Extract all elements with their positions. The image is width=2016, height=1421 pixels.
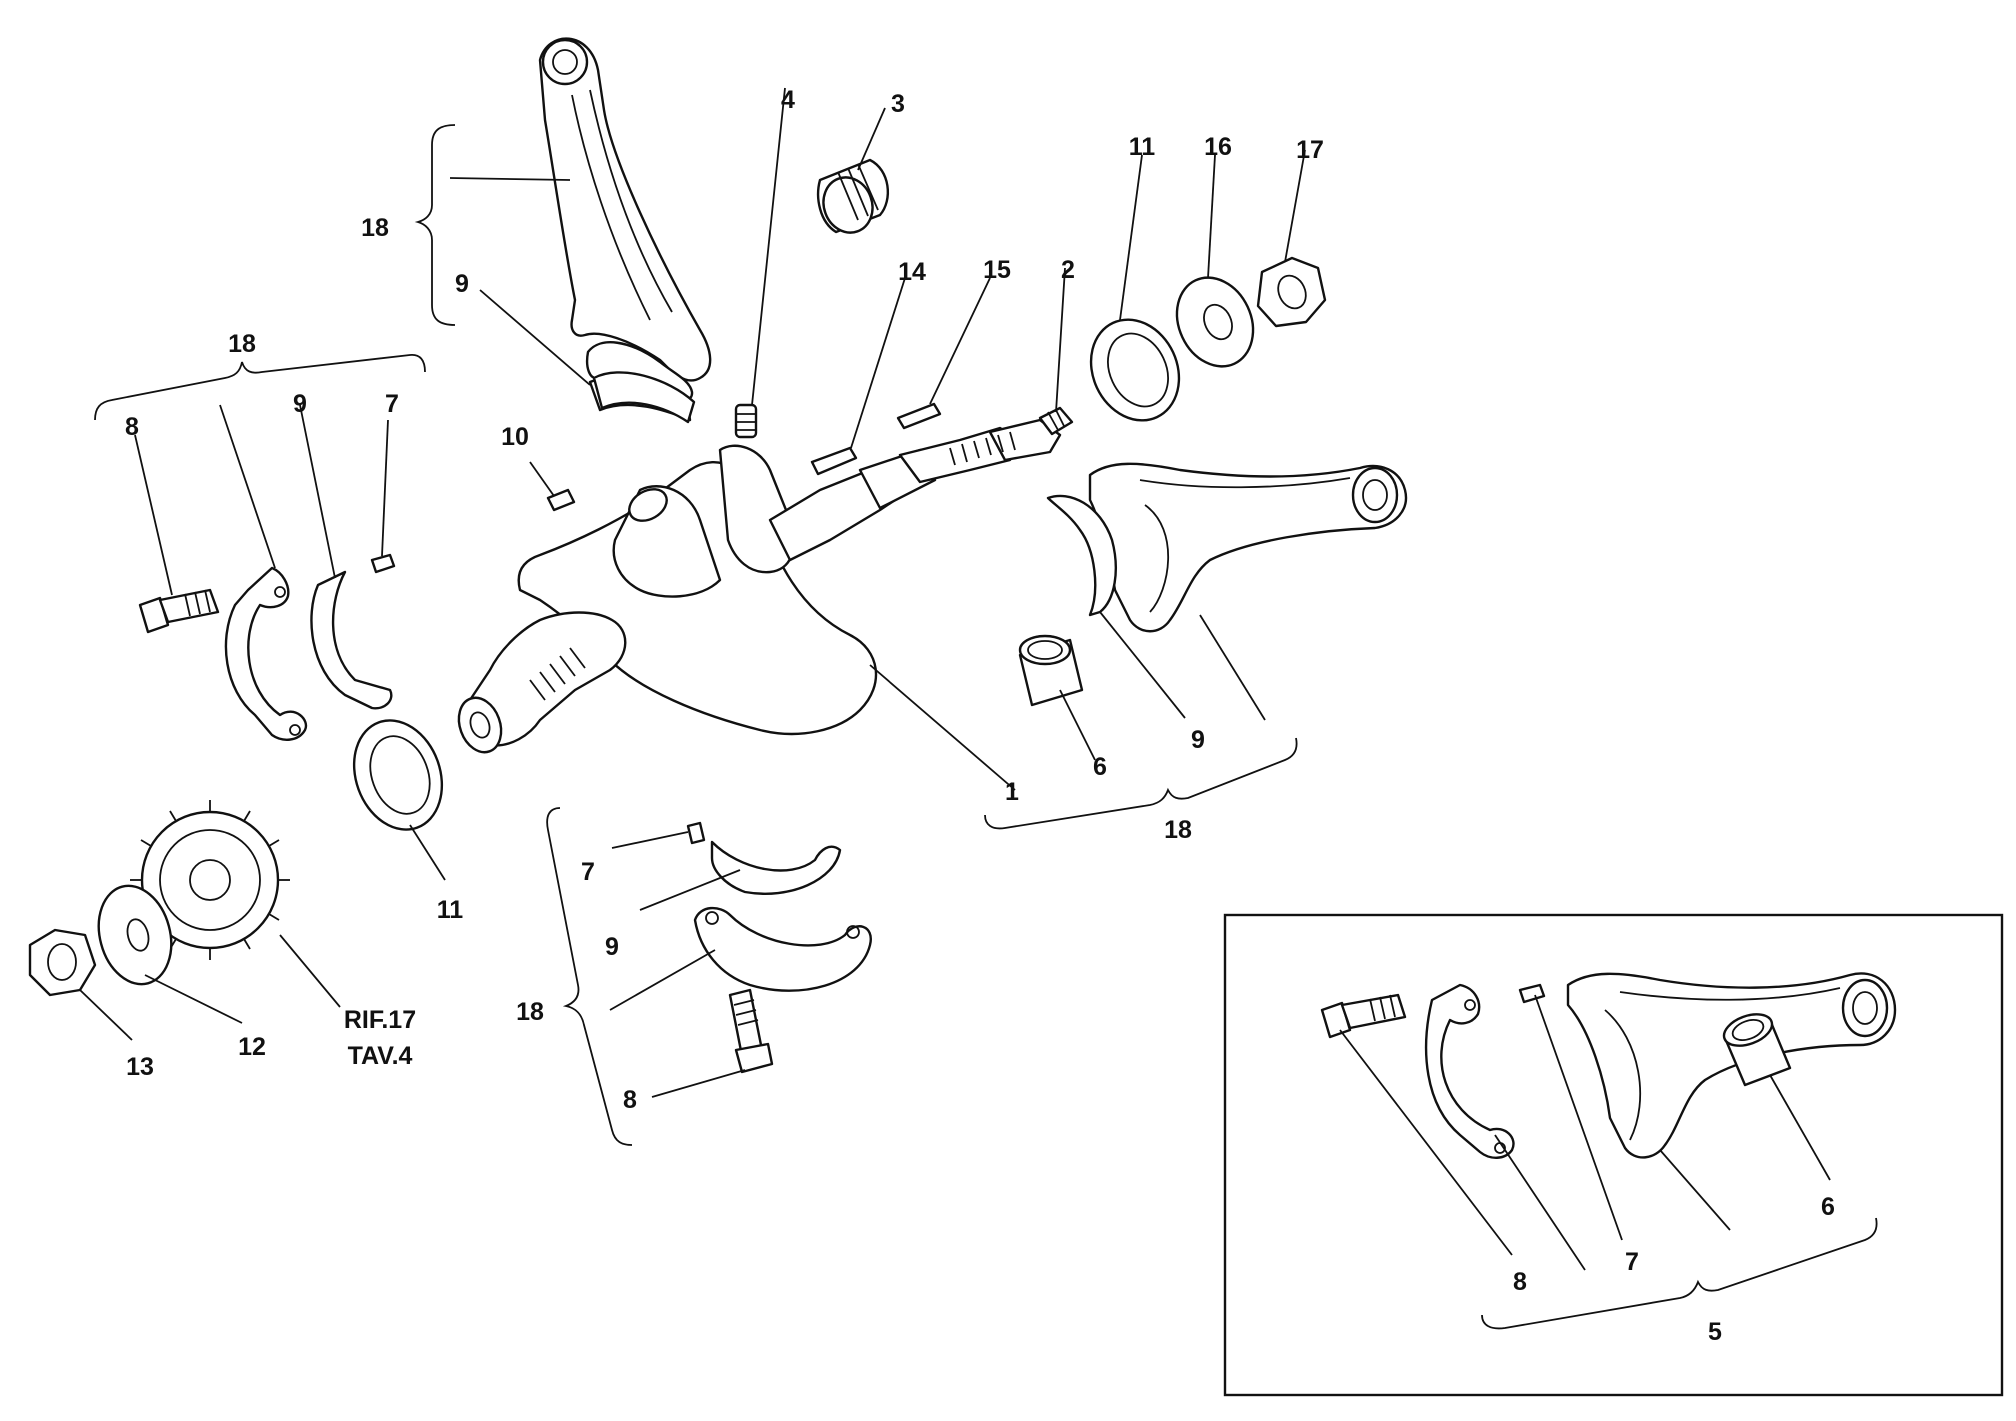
left-bearing-shell <box>310 570 393 710</box>
label-2: 2 <box>1061 256 1075 284</box>
lower-cap-bolt <box>728 988 774 1074</box>
bushing-6 <box>1018 634 1084 707</box>
label-9-right: 9 <box>1191 726 1205 754</box>
oil-seal-left <box>352 719 444 831</box>
label-13: 13 <box>126 1053 154 1081</box>
timing-gear <box>130 800 290 960</box>
callout-labels: 1 2 3 4 6 6 7 7 7 8 8 8 9 9 9 9 10 11 11… <box>125 86 1835 1346</box>
label-15: 15 <box>983 256 1011 284</box>
dowel-pin-lower <box>686 821 706 845</box>
inset-bushing <box>1722 1013 1792 1087</box>
label-17: 17 <box>1296 136 1324 164</box>
bearing-shell-lower <box>710 840 842 895</box>
key-15 <box>896 402 942 430</box>
crankshaft <box>457 418 1062 754</box>
label-18-lower: 18 <box>516 998 544 1026</box>
dowel-pin-left <box>370 553 396 574</box>
label-4: 4 <box>781 86 795 114</box>
nut-17 <box>1256 256 1327 328</box>
label-5: 5 <box>1708 1318 1722 1346</box>
label-8-left: 8 <box>125 413 139 441</box>
inset-connecting-rod <box>1566 972 1897 1159</box>
nut-13 <box>28 928 97 997</box>
inset-cap-bolt <box>1320 993 1407 1039</box>
washer-16 <box>1175 276 1255 368</box>
bearing-shell-upper <box>592 371 696 424</box>
inset-dowel-pin <box>1518 983 1546 1004</box>
label-14: 14 <box>898 258 926 286</box>
label-7-inset: 7 <box>1625 1248 1639 1276</box>
reference-line-1: RIF.17 <box>344 1006 416 1034</box>
washer-12 <box>97 884 173 986</box>
grub-screw-2 <box>1038 406 1074 436</box>
label-7-lower: 7 <box>581 858 595 886</box>
label-7-left: 7 <box>385 390 399 418</box>
label-9-upper: 9 <box>455 270 469 298</box>
grub-screw-4 <box>734 403 758 439</box>
label-10: 10 <box>501 423 529 451</box>
left-cap-bolt <box>138 588 220 634</box>
key-10 <box>546 488 576 512</box>
label-9-left: 9 <box>293 390 307 418</box>
label-18-left: 18 <box>228 330 256 358</box>
label-16: 16 <box>1204 133 1232 161</box>
label-3: 3 <box>891 90 905 118</box>
reference-note: RIF.17 TAV.4 <box>344 1006 416 1070</box>
inset-frame <box>1223 913 2004 1397</box>
label-12: 12 <box>238 1033 266 1061</box>
left-bearing-cap <box>224 566 308 741</box>
label-11-left: 11 <box>437 896 464 924</box>
label-18-upper: 18 <box>361 214 389 242</box>
label-8-lower: 8 <box>623 1086 637 1114</box>
label-8-inset: 8 <box>1513 1268 1527 1296</box>
label-9-lower: 9 <box>605 933 619 961</box>
label-18-right: 18 <box>1164 816 1192 844</box>
label-11-right: 11 <box>1129 133 1156 161</box>
right-connecting-rod <box>1088 462 1408 633</box>
label-6-inset: 6 <box>1821 1193 1835 1221</box>
reference-line-2: TAV.4 <box>348 1042 413 1070</box>
braces <box>94 124 1878 1330</box>
leader-lines <box>79 87 1831 1271</box>
oil-seal-right <box>1089 318 1181 422</box>
label-6-main: 6 <box>1093 753 1107 781</box>
plug-3 <box>816 158 889 234</box>
inset-bearing-cap <box>1424 983 1515 1159</box>
label-1: 1 <box>1005 778 1019 806</box>
key-14 <box>810 446 858 476</box>
lower-bearing-cap <box>693 906 872 992</box>
